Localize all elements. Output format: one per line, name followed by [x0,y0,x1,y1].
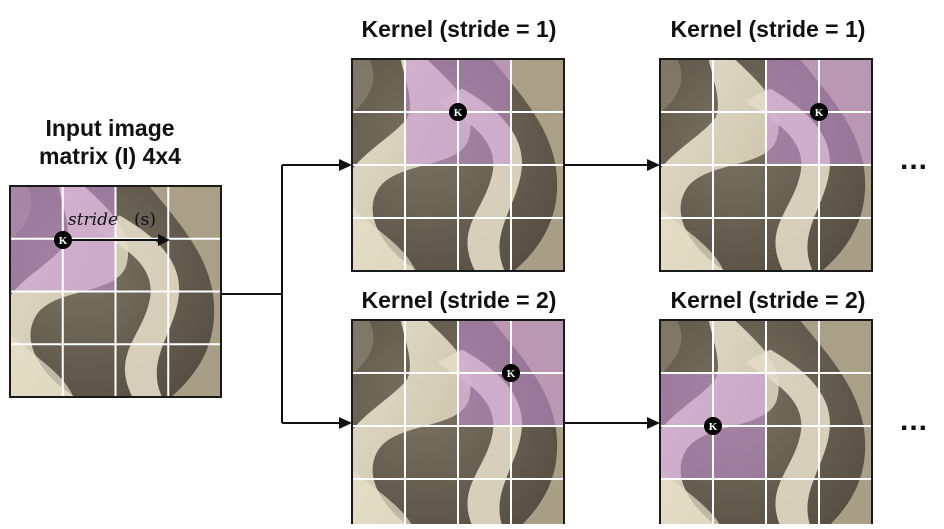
flow-arrows [221,159,660,429]
circle-k-icon: K [449,103,467,121]
input-title: Input image matrix (I) 4x4 [10,114,210,170]
kernel-title-row2-col1: Kernel (stride = 2) [361,287,557,313]
stride-label: stride [68,210,118,230]
panel-frame [9,185,222,398]
stride-arrow: stride (s) [68,210,170,246]
arrow-right-icon [339,159,352,171]
kernel-title-row1-col2: Kernel (stride = 1) [670,16,866,42]
circle-k-icon: K [810,103,828,121]
kernel-panel-row1-col2: K [659,58,873,272]
ellipsis-row1: ... [900,143,929,176]
panel-frame [351,58,565,272]
input-title-line1: Input image [45,115,175,141]
panel-frame [659,58,873,272]
kernel-title-row2-col2: Kernel (stride = 2) [670,287,866,313]
kernel-symbol: K [59,235,68,247]
circle-k-icon: K [704,417,722,435]
ellipsis-row2: ... [900,404,929,437]
kernel-panel-row2-col1: K [351,319,565,529]
kernel-symbol: K [709,421,718,433]
kernel-symbol: K [454,107,463,119]
arrow-right-icon [647,159,660,171]
kernel-symbol: K [815,107,824,119]
input-title-line2: matrix (I) 4x4 [39,143,181,169]
arrow-right-icon [158,234,170,246]
kernel-symbol: K [507,368,516,380]
panel-frame [351,319,565,529]
panel-frame [659,319,873,529]
circle-k-icon: K [502,364,520,382]
arrow-right-icon [339,417,352,429]
kernel-panel-row2-col2: K [659,319,873,529]
kernel-panel-row1-col1: K [351,58,565,272]
circle-k-icon: K [54,231,72,249]
stride-symbol: (s) [134,210,156,230]
kernel-title-row1-col1: Kernel (stride = 1) [361,16,557,42]
arrow-right-icon [647,417,660,429]
